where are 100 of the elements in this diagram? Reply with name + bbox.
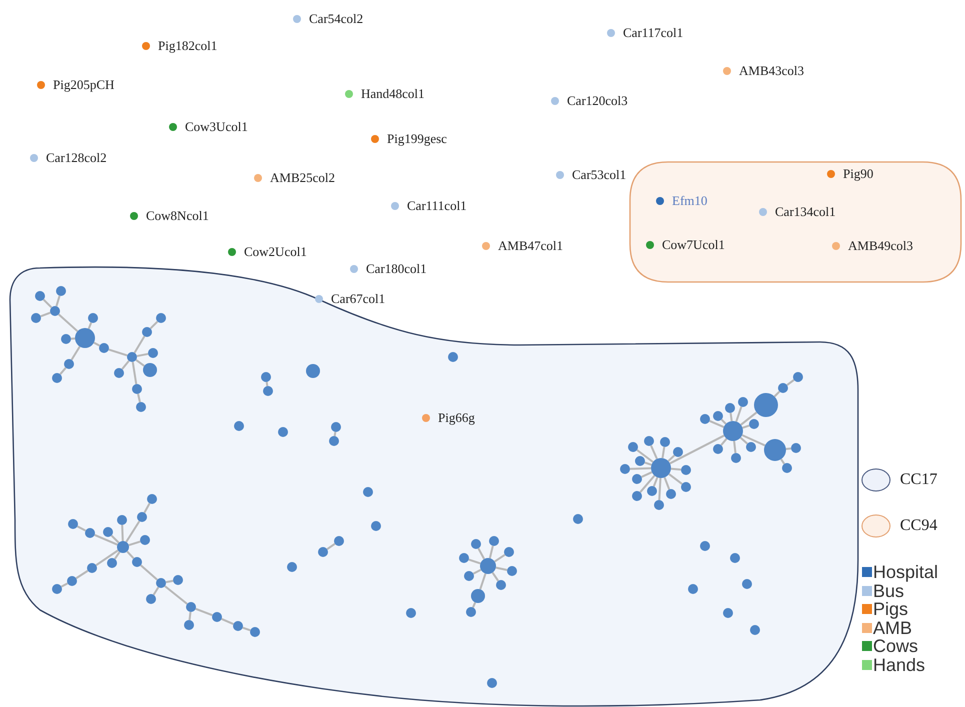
network-link xyxy=(188,612,192,620)
point-label: Car111col1 xyxy=(407,198,467,214)
network-link xyxy=(144,502,150,514)
network-link xyxy=(134,336,146,354)
network-link xyxy=(786,379,795,386)
point-label: AMB25col2 xyxy=(270,170,335,186)
network-link xyxy=(630,467,652,470)
network-link xyxy=(136,352,148,358)
network-link xyxy=(152,586,160,596)
network-link xyxy=(88,322,92,330)
network-link xyxy=(670,468,682,471)
legend-label: Cows xyxy=(873,637,918,655)
network-link xyxy=(93,342,100,347)
legend-label: Bus xyxy=(873,582,904,600)
point-label: AMB49col3 xyxy=(848,238,913,254)
network-link xyxy=(780,458,786,464)
network-link xyxy=(496,566,508,571)
network-link xyxy=(472,568,482,575)
network-link xyxy=(135,359,145,367)
legend-label: CC17 xyxy=(900,471,938,489)
network-link xyxy=(740,412,758,426)
network-link xyxy=(150,320,158,330)
network-link xyxy=(195,608,213,616)
point-label: Pig205pCH xyxy=(53,77,114,93)
network-link xyxy=(96,550,119,566)
network-link xyxy=(164,585,188,605)
network-link xyxy=(126,550,134,560)
network-link xyxy=(641,471,652,478)
point-label: Efm10 xyxy=(672,193,708,209)
network-link xyxy=(76,570,88,580)
network-link xyxy=(221,618,234,625)
point-label: Pig199gesc xyxy=(387,131,447,147)
point-label: Cow8Ncol1 xyxy=(146,208,209,224)
network-link xyxy=(720,438,728,446)
network-link xyxy=(266,382,268,386)
network-link xyxy=(110,534,120,544)
network-link xyxy=(40,312,51,318)
point-label: Pig90 xyxy=(843,166,874,182)
point-label: Hand48col1 xyxy=(361,86,425,102)
network-link xyxy=(132,362,138,384)
network-link xyxy=(242,626,251,632)
network-link xyxy=(60,367,66,375)
network-link xyxy=(742,434,766,446)
network-link xyxy=(94,534,118,546)
network-link xyxy=(709,420,724,428)
network-link xyxy=(664,476,670,490)
point-label: Car128col2 xyxy=(46,150,107,166)
point-label: Cow3Ucol1 xyxy=(185,119,248,135)
network-link xyxy=(128,540,141,546)
point-label: Car180col1 xyxy=(366,261,427,277)
network-link xyxy=(494,554,506,562)
network-link xyxy=(733,440,736,454)
point-label: Car67col1 xyxy=(331,291,386,307)
network-link xyxy=(636,449,654,463)
network-link xyxy=(492,572,499,582)
network-link xyxy=(479,573,486,590)
network-link xyxy=(735,406,742,422)
network-link xyxy=(121,524,124,542)
network-link xyxy=(70,346,81,360)
network-link xyxy=(669,434,725,464)
network-link xyxy=(640,474,656,493)
point-label: Pig66g xyxy=(438,410,475,426)
network-link xyxy=(774,390,780,398)
network-link xyxy=(644,462,652,466)
network-link xyxy=(140,564,158,580)
legend-label: CC94 xyxy=(900,517,938,535)
point-label: Car53col1 xyxy=(572,167,626,183)
network-link xyxy=(58,314,78,332)
network-link xyxy=(70,338,76,340)
network-link xyxy=(108,348,128,356)
network-link xyxy=(730,412,733,422)
network-link xyxy=(468,558,481,564)
network-link xyxy=(662,446,666,458)
network-link xyxy=(76,525,86,532)
network-link xyxy=(114,551,120,560)
network-link xyxy=(125,520,140,542)
point-label: Pig182col1 xyxy=(158,38,218,54)
network-link xyxy=(668,473,683,485)
point-label: Car54col2 xyxy=(309,11,364,27)
network-link xyxy=(742,424,750,429)
network-link xyxy=(42,298,52,308)
legend-label: Pigs xyxy=(873,600,908,618)
network-link xyxy=(668,454,676,462)
point-label: Cow7Ucol1 xyxy=(662,237,725,253)
network-link xyxy=(166,580,174,584)
network-link xyxy=(334,432,336,436)
point-label: Cow2Ucol1 xyxy=(244,244,307,260)
network-link xyxy=(650,445,658,460)
network-link xyxy=(786,447,792,450)
network-link xyxy=(472,602,476,608)
legend-label: AMB xyxy=(873,618,912,636)
network-link xyxy=(137,394,141,402)
point-label: Car120col3 xyxy=(567,93,628,109)
point-label: Car117col1 xyxy=(623,25,684,41)
network-link xyxy=(121,360,130,370)
legend-label: Hands xyxy=(873,656,926,674)
network-link xyxy=(652,476,658,487)
point-label: AMB43col3 xyxy=(739,63,804,79)
legend-label: Hospital xyxy=(873,563,938,581)
network-link xyxy=(740,436,748,444)
